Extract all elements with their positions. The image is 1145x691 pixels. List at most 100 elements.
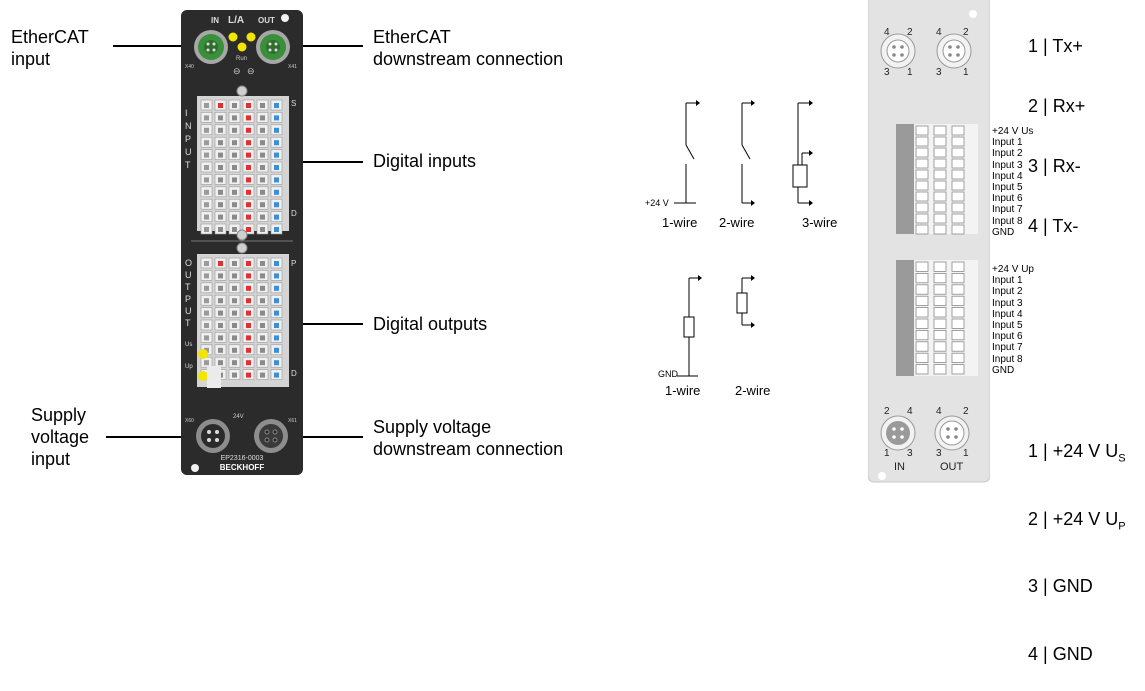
schematic-cell — [951, 180, 965, 191]
terminal-spring — [260, 214, 265, 220]
terminal-spring — [232, 227, 237, 232]
terminal-spring — [274, 115, 279, 121]
terminal-spring — [260, 347, 265, 353]
terminal-spring — [232, 177, 237, 183]
schematic-cell — [915, 284, 929, 295]
terminal-spring — [274, 372, 279, 378]
schematic-cell — [933, 136, 947, 147]
terminal-spring — [204, 127, 209, 133]
arrowhead — [809, 150, 813, 156]
label-plate — [207, 366, 221, 388]
terminal-spring — [260, 103, 265, 108]
pin-number: 2 — [907, 27, 913, 38]
schematic-cell — [915, 295, 929, 307]
mounting-hole-bottom — [878, 472, 886, 480]
pin-label: Input 1 — [992, 137, 1023, 149]
model-number: EP2316-0003 — [221, 455, 264, 462]
power-volt-label: 24V — [233, 414, 244, 420]
terminal-spring — [204, 177, 209, 183]
schematic-cell — [933, 125, 947, 136]
power-in-pinout — [880, 415, 916, 451]
schematic-cell — [933, 341, 947, 352]
pin-label: Input 6 — [992, 193, 1023, 205]
input-block-screw — [236, 85, 248, 97]
terminal-spring — [218, 214, 223, 220]
terminal-spring — [246, 372, 251, 378]
schematic-cell — [951, 272, 965, 284]
pin-label: Input 3 — [992, 159, 1023, 171]
schematic-cell — [915, 191, 929, 202]
terminal-spring — [232, 285, 237, 291]
terminal-spring — [246, 165, 251, 170]
schematic-cell — [951, 284, 965, 295]
terminal-spring — [218, 202, 223, 208]
terminal-spring — [232, 347, 237, 353]
terminal-spring — [260, 202, 265, 208]
schematic-cell — [915, 202, 929, 213]
ethercat-in-connector — [194, 30, 228, 64]
terminal-spring — [232, 298, 237, 304]
ethercat-in-pinout — [880, 33, 916, 69]
terminal-spring — [204, 227, 209, 232]
terminal-spring — [274, 310, 279, 316]
schematic-cell — [951, 136, 965, 147]
schematic-cell — [951, 318, 965, 329]
terminal-spring — [246, 360, 251, 366]
terminal-spring — [274, 140, 279, 146]
pin-number: 2 — [963, 27, 969, 38]
schematic-cell — [933, 295, 947, 307]
brand-logo: BECKHOFF — [220, 463, 265, 472]
input-block-cells — [915, 125, 965, 235]
schematic-cell — [915, 224, 929, 235]
terminal-spring — [204, 360, 209, 366]
terminal-spring — [260, 323, 265, 328]
output-letter-p: P — [185, 294, 191, 304]
schematic-cell — [951, 169, 965, 180]
output-letter-u: U — [185, 270, 192, 280]
terminal-spring — [274, 152, 279, 158]
schematic-cell — [915, 213, 929, 224]
power-pin-assignment: 1 | +24 V US 2 | +24 V UP 3 | GND 4 | GN… — [1028, 401, 1126, 691]
terminal-spring — [246, 335, 251, 341]
input-block-pin-labels: +24 V Us Input 1 Input 2 Input 3 Input 4… — [992, 126, 1033, 238]
ethercat-pin-assignment: 1 | Tx+ 2 | Rx+ 3 | Rx- 4 | Tx- — [1028, 0, 1085, 256]
input-letter-u: U — [185, 147, 192, 157]
x41-label: X41 — [288, 64, 297, 70]
pin-number: 1 — [963, 67, 969, 78]
pin-label: Input 5 — [992, 320, 1023, 332]
out-port-label: OUT — [258, 16, 275, 25]
mounting-hole-top — [969, 10, 977, 18]
output-block-strip — [896, 260, 914, 376]
arrowhead — [698, 275, 702, 281]
pin-label: Input 7 — [992, 204, 1023, 216]
input-wiring-diagram: +24 V 1-wire 2-wire 3-wire — [645, 100, 837, 230]
terminal-spring — [204, 214, 209, 220]
terminal-spring — [232, 323, 237, 328]
schematic-cell — [951, 329, 965, 341]
input-diagram-2-wire: 2-wire — [719, 215, 754, 230]
terminal-spring — [260, 152, 265, 158]
pinout-line: 3 | GND — [1028, 576, 1093, 597]
terminal-spring — [274, 273, 279, 279]
mounting-hole-bottom — [191, 464, 199, 472]
arrowhead — [751, 275, 755, 281]
divider-screw-bottom — [236, 242, 248, 254]
schematic-cell — [951, 261, 965, 272]
pin-label: Input 8 — [992, 215, 1023, 227]
pinout-line: 4 | Tx- — [1028, 216, 1079, 236]
up-label: Up — [185, 364, 193, 370]
terminal-spring — [260, 310, 265, 316]
pinout-line: 2 | +24 V UP — [1028, 508, 1126, 533]
leader-line-digital-outputs — [303, 323, 363, 325]
schematic-cell — [951, 158, 965, 169]
terminal-spring — [274, 347, 279, 353]
schematic-cell — [933, 202, 947, 213]
schematic-cell — [951, 295, 965, 307]
terminal-spring — [204, 285, 209, 291]
terminal-spring — [260, 261, 265, 266]
pin-label: Input 6 — [992, 331, 1023, 343]
terminal-spring — [232, 202, 237, 208]
led-la-out — [246, 32, 256, 42]
schematic-cell — [933, 180, 947, 191]
